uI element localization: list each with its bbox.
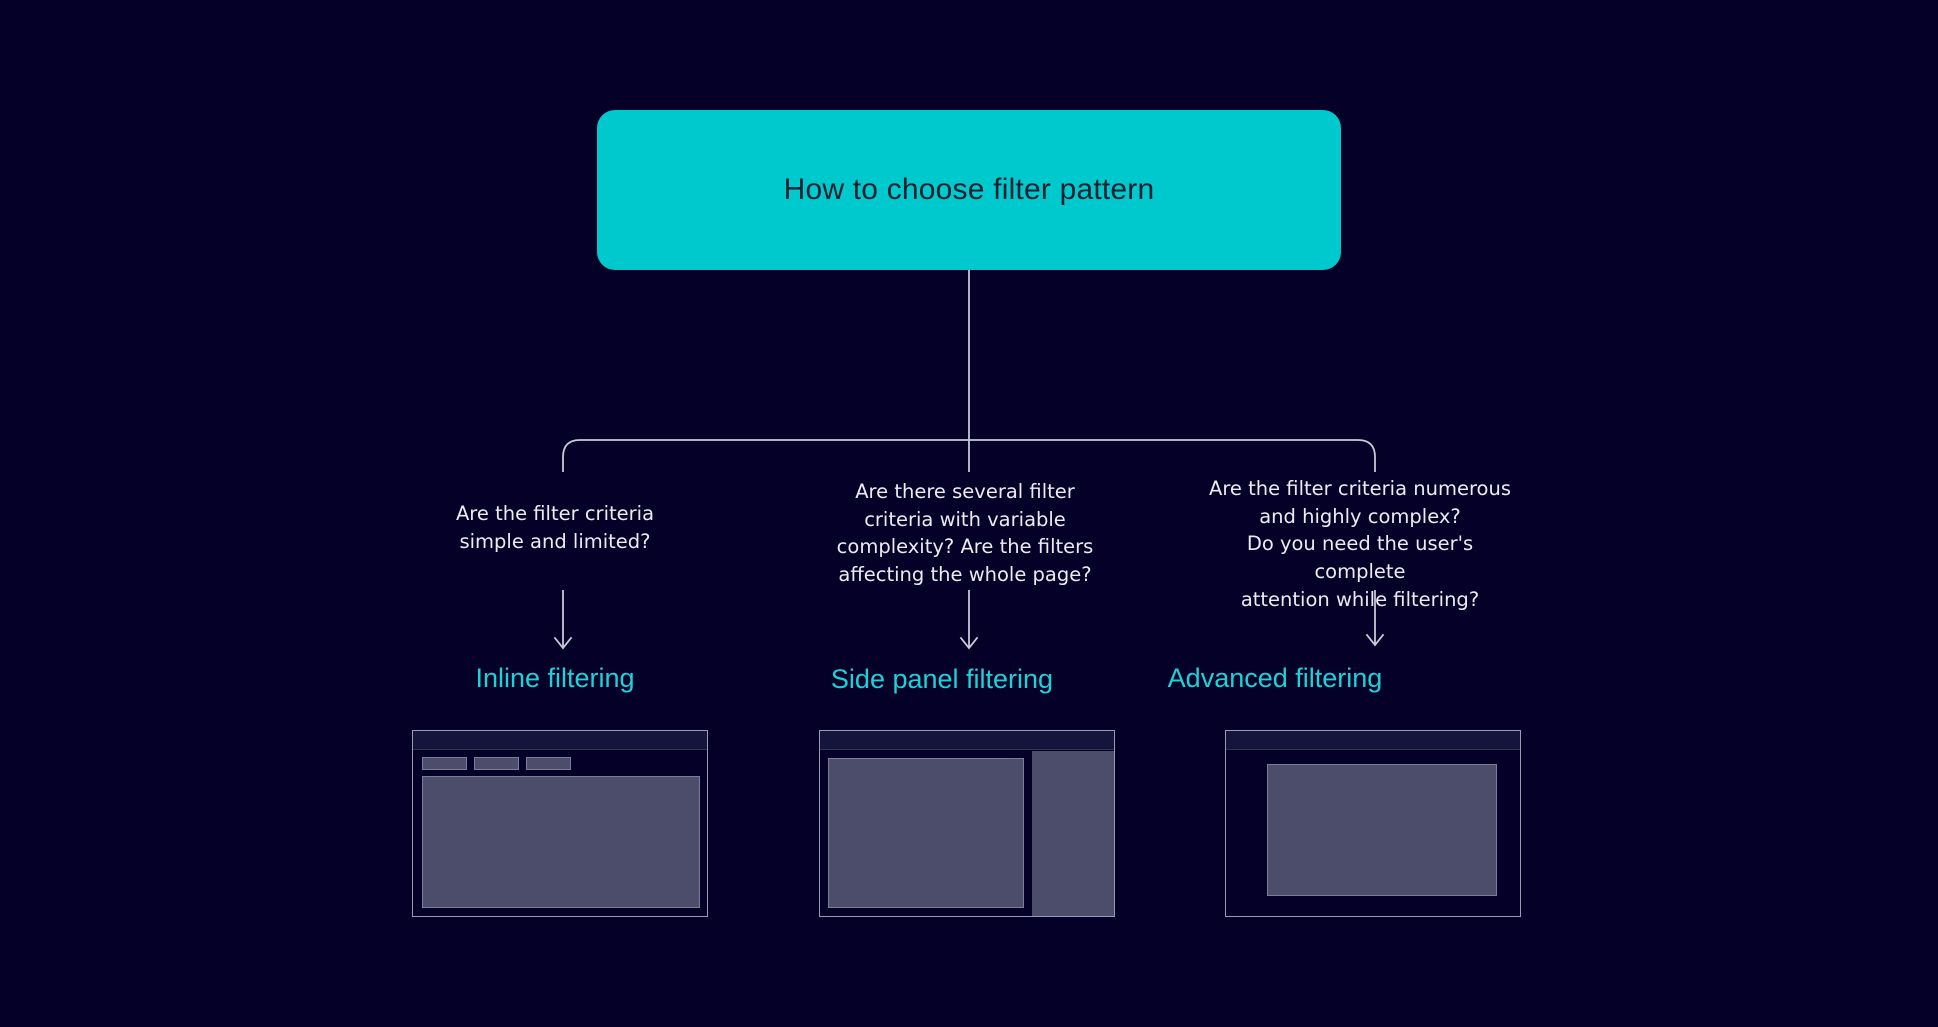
wireframe-header-bar xyxy=(1226,731,1520,750)
wireframe-modal-dialog xyxy=(1267,764,1497,896)
inline-filter-wireframe xyxy=(412,730,708,917)
wireframe-header-bar xyxy=(413,731,707,750)
filter-chip xyxy=(526,757,571,770)
wireframe-side-panel xyxy=(1032,751,1114,916)
question-inline: Are the filter criteria simple and limit… xyxy=(455,502,655,553)
side-panel-filter-wireframe xyxy=(819,730,1115,917)
result-label-advanced: Advanced filtering xyxy=(1167,663,1383,693)
wireframe-content-area xyxy=(422,776,700,908)
result-label-inline: Inline filtering xyxy=(475,663,635,693)
filter-chip xyxy=(422,757,467,770)
question-side-panel: Are there several filter criteria with v… xyxy=(836,480,1094,587)
advanced-filter-wireframe xyxy=(1225,730,1521,917)
root-node-title: How to choose filter pattern xyxy=(783,173,1155,206)
wireframe-header-bar xyxy=(820,731,1114,750)
wireframe-content-area xyxy=(828,758,1024,908)
root-node: How to choose filter pattern xyxy=(597,110,1341,270)
result-label-side-panel: Side panel filtering xyxy=(830,664,1054,694)
filter-chip xyxy=(474,757,519,770)
question-advanced: Are the filter criteria numerous and hig… xyxy=(1208,477,1511,611)
